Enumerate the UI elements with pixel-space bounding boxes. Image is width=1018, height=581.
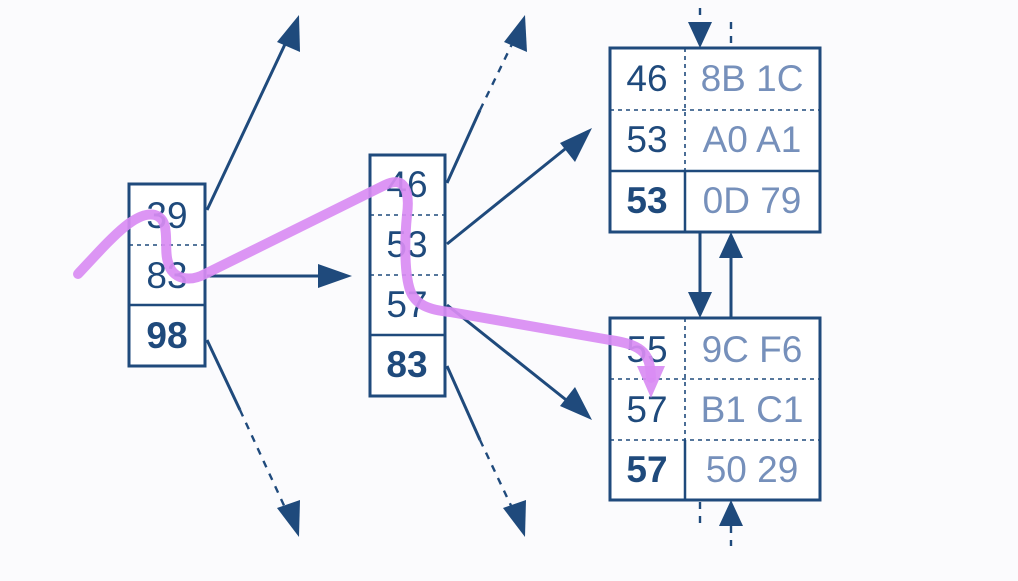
inner-arrow-up-solid [445,109,482,184]
leaf-bottom-value-3: 50 29 [706,449,799,490]
arrowhead-up-root [277,15,300,52]
arrowhead-into-leaf-bottom [719,500,743,526]
root-arrow-down-solid [205,339,242,411]
leaf-top-value-2: A0 A1 [703,119,802,160]
leaf-top-key-2: 53 [626,119,667,160]
arrowhead-down-leaf-link [688,292,712,318]
root-key-max: 98 [146,315,187,356]
arrowhead-into-leaf-top [688,22,712,48]
leaf-top-value-3: 0D 79 [703,180,802,221]
arrowhead-leaf-top [560,128,592,162]
inner-arrow-up-dashed [478,39,516,111]
inner-arrow-down-solid [445,365,482,441]
leaf-bottom-key-2: 57 [626,389,667,430]
search-path [73,177,665,398]
inner-arrow-to-leaf-bottom [446,303,571,405]
arrowhead-leaf-bottom [560,387,592,420]
root-arrows [205,15,352,537]
search-path-line [73,177,656,383]
root-arrow-up-dashed [238,39,289,141]
leaf-node-top: 46 8B 1C 53 A0 A1 53 0D 79 [608,46,822,234]
inner-arrows [445,15,592,537]
inner-key-max: 83 [386,344,427,385]
leaf-top-value-1: 8B 1C [701,58,804,99]
arrowhead-up-inner [504,15,527,52]
leaf-bottom-key-max: 57 [626,449,667,490]
leaf-bottom-value-2: B1 C1 [701,389,804,430]
inner-arrow-to-leaf-top [446,143,571,246]
root-arrow-down-dashed [238,409,289,513]
leaf-links [688,8,743,546]
arrowhead-right-root [318,264,352,288]
search-path-arrowhead [637,366,665,398]
arrowhead-down-inner [503,500,526,537]
leaf-top-key-1: 46 [626,58,667,99]
leaf-bottom-value-1: 9C F6 [702,329,803,370]
inner-arrow-down-dashed [478,439,516,513]
leaf-top-key-max: 53 [626,180,667,221]
arrowhead-up-leaf-link [719,232,743,258]
leaf-top-box [608,46,822,234]
arrowhead-down-root [277,500,300,537]
